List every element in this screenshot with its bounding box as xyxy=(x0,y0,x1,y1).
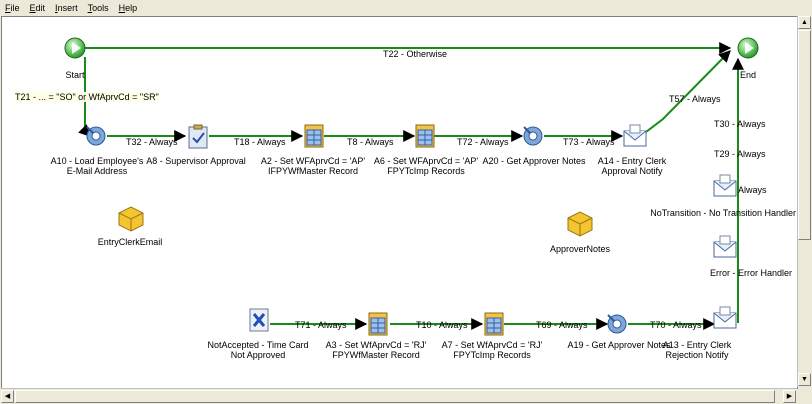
cancel-x-icon xyxy=(249,308,269,332)
node-notaccepted-label[interactable]: NotAccepted - Time Card Not Approved xyxy=(198,340,318,360)
transition-t69-label[interactable]: T69 - Always xyxy=(536,320,588,330)
menu-bar: File Edit Insert Tools Help xyxy=(0,0,812,15)
transition-t57-label[interactable]: T57 - Always xyxy=(669,94,721,104)
node-a10-line1: A10 - Load Employee's xyxy=(50,156,144,166)
transition-t8-label[interactable]: T8 - Always xyxy=(347,137,394,147)
mail-envelope-icon-notrans xyxy=(713,174,737,197)
node-a3-line1: A3 - Set WfAprvCd = 'RJ' xyxy=(325,340,427,350)
node-a2-line2: IFPYWfMaster Record xyxy=(267,166,359,176)
mail-envelope-icon-error xyxy=(713,235,737,258)
node-notransition-label[interactable]: NoTransition - No Transition Handler xyxy=(650,208,796,218)
clipboard-check-icon xyxy=(188,124,208,149)
database-table-icon-a3 xyxy=(368,312,388,336)
line-t57 xyxy=(645,50,731,133)
package-box-icon-entryclerk xyxy=(118,206,144,232)
transition-t29-label[interactable]: T29 - Always xyxy=(714,149,766,159)
node-a3-label[interactable]: A3 - Set WfAprvCd = 'RJ' FPYWfMaster Rec… xyxy=(320,340,432,360)
transition-t72-label[interactable]: T72 - Always xyxy=(457,137,509,147)
end-circle-icon xyxy=(737,37,759,59)
node-start-label: Start xyxy=(65,70,85,80)
node-a19-label[interactable]: A19 - Get Approver Notes xyxy=(567,340,671,350)
node-notaccepted-line1: NotAccepted - Time Card xyxy=(207,340,309,350)
node-approvernotes-label[interactable]: ApproverNotes xyxy=(549,244,611,254)
start-circle-icon xyxy=(64,37,86,59)
node-a10-line2: E-Mail Address xyxy=(66,166,128,176)
transition-t21-label[interactable]: T21 - ... = "SO" or WfAprvCd = "SR" xyxy=(15,92,159,102)
node-a20-label[interactable]: A20 - Get Approver Notes xyxy=(482,156,586,166)
menu-tools-rest: ools xyxy=(92,2,109,13)
node-a13-line2: Rejection Notify xyxy=(665,350,729,360)
menu-file-rest: ile xyxy=(10,2,20,13)
database-table-icon-a7 xyxy=(484,312,504,336)
menu-edit[interactable]: Edit xyxy=(29,2,46,13)
menu-tools[interactable]: Tools xyxy=(87,2,109,13)
node-a3-line2: FPYWfMaster Record xyxy=(332,350,420,360)
node-error-label[interactable]: Error - Error Handler xyxy=(709,268,792,278)
scroll-down-button[interactable]: ▼ xyxy=(798,373,811,386)
horizontal-scrollbar[interactable]: ◀ ▶ xyxy=(1,388,797,404)
node-a13-label[interactable]: A13 - Entry Clerk Rejection Notify xyxy=(657,340,737,360)
vertical-scrollbar[interactable]: ▲ ▼ xyxy=(797,16,812,387)
menu-insert-rest: nsert xyxy=(57,2,78,13)
node-a8-label[interactable]: A8 - Supervisor Approval xyxy=(146,156,246,166)
database-table-icon-a6 xyxy=(415,124,435,148)
menu-help-rest: elp xyxy=(125,2,138,13)
transition-lines xyxy=(64,37,759,336)
scroll-right-button[interactable]: ▶ xyxy=(783,390,796,403)
node-a7-line2: FPYTcImp Records xyxy=(453,350,531,360)
scroll-up-button[interactable]: ▲ xyxy=(798,16,811,29)
node-end-label: End xyxy=(739,70,756,80)
workflow-canvas[interactable]: Start End A10 - Load Employee's E-Mail A… xyxy=(1,16,798,389)
transition-t18-label[interactable]: T18 - Always xyxy=(234,137,286,147)
gear-icon-a20 xyxy=(523,126,543,146)
transition-t32-label[interactable]: T32 - Always xyxy=(126,137,178,147)
transition-t10-label[interactable]: T10 - Always xyxy=(416,320,468,330)
transition-t73-label[interactable]: T73 - Always xyxy=(563,137,615,147)
menu-edit-rest: dit xyxy=(35,2,46,13)
gear-icon-a19 xyxy=(607,314,627,334)
mail-envelope-icon-a13 xyxy=(713,306,737,329)
vertical-scroll-thumb[interactable] xyxy=(798,30,811,240)
node-a13-line1: A13 - Entry Clerk xyxy=(662,340,732,350)
database-table-icon-a2 xyxy=(304,124,324,148)
node-a14-line1: A14 - Entry Clerk xyxy=(597,156,667,166)
horizontal-scroll-thumb[interactable] xyxy=(15,390,775,403)
package-box-icon-approvernotes xyxy=(567,211,593,237)
node-entryclerkemail-label[interactable]: EntryClerkEmail xyxy=(97,237,163,247)
transition-t30-label[interactable]: T30 - Always xyxy=(714,119,766,129)
node-a14-label[interactable]: A14 - Entry Clerk Approval Notify xyxy=(592,156,672,176)
menu-insert[interactable]: Insert xyxy=(55,2,78,13)
node-a6-line2: FPYTcImp Records xyxy=(387,166,465,176)
node-a10-label[interactable]: A10 - Load Employee's E-Mail Address xyxy=(42,156,152,176)
node-a6-label[interactable]: A6 - Set WFAprvCd = 'AP' FPYTcImp Record… xyxy=(370,156,482,176)
transition-t70-label[interactable]: T70 - Always xyxy=(650,320,702,330)
transition-t22-label[interactable]: T22 - Otherwise xyxy=(383,49,448,59)
node-a6-line1: A6 - Set WFAprvCd = 'AP' xyxy=(373,156,479,166)
gear-icon-a10 xyxy=(86,126,106,146)
node-a2-label[interactable]: A2 - Set WFAprvCd = 'AP' IFPYWfMaster Re… xyxy=(257,156,369,176)
node-notaccepted-line2: Not Approved xyxy=(230,350,286,360)
transition-notrans-label[interactable]: Always xyxy=(738,185,767,195)
node-a2-line1: A2 - Set WFAprvCd = 'AP' xyxy=(260,156,366,166)
menu-file[interactable]: File xyxy=(5,2,20,13)
scroll-left-button[interactable]: ◀ xyxy=(1,390,14,403)
transition-t71-label[interactable]: T71 - Always xyxy=(295,320,347,330)
menu-help[interactable]: Help xyxy=(118,2,138,13)
mail-envelope-icon-a14 xyxy=(623,124,647,147)
node-a7-label[interactable]: A7 - Set WfAprvCd = 'RJ' FPYTcImp Record… xyxy=(436,340,548,360)
node-a7-line1: A7 - Set WfAprvCd = 'RJ' xyxy=(441,340,543,350)
node-a14-line2: Approval Notify xyxy=(601,166,663,176)
